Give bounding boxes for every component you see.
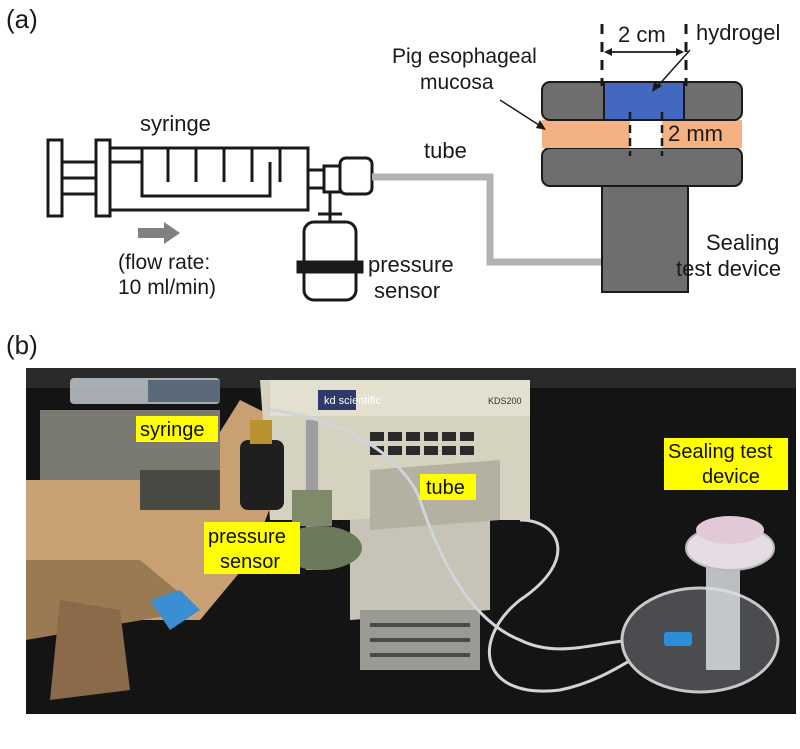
sealing-test-device xyxy=(541,81,743,293)
syringe-schematic xyxy=(46,138,374,218)
tube-line xyxy=(372,173,602,266)
device-label-2: test device xyxy=(676,256,781,281)
photo-device-highlight xyxy=(664,438,788,490)
device-label: Sealing xyxy=(706,230,779,255)
flow-arrow xyxy=(138,222,180,244)
mucosa-pointer-head xyxy=(536,120,546,130)
photo-tube-highlight xyxy=(420,474,476,500)
panel-b-label: (b) xyxy=(6,330,38,360)
hydrogel-pointer xyxy=(655,49,691,89)
mucosa-label: Pig esophageal xyxy=(392,45,537,68)
gap-dimension-label: 2 mm xyxy=(668,121,723,146)
photo-tube-label: tube xyxy=(426,477,465,499)
hydrogel-pointer-head xyxy=(652,82,662,92)
mucosa-pointer xyxy=(499,99,543,128)
pressure-sensor-label: pressure xyxy=(368,252,454,277)
flow-rate-value: 10 ml/min) xyxy=(118,276,216,299)
photo-pressure-label: pressure xyxy=(208,526,286,548)
gap-markers xyxy=(628,112,664,156)
syringe-label: syringe xyxy=(140,111,211,136)
pressure-sensor-schematic xyxy=(296,192,364,302)
tube-label: tube xyxy=(424,138,467,163)
experimental-setup-photo xyxy=(26,368,796,714)
pump-model: KDS200 xyxy=(488,396,522,406)
photo-syringe-label: syringe xyxy=(140,419,204,441)
flow-rate-label: (flow rate: xyxy=(118,251,210,274)
width-dimension-arrow xyxy=(604,48,684,56)
photo-syringe-highlight xyxy=(136,416,218,442)
panel-a-label: (a) xyxy=(6,4,38,34)
photo-device-label: Sealing test xyxy=(668,441,773,463)
width-dimension-label: 2 cm xyxy=(618,22,666,47)
pump-brand: kd scientific xyxy=(324,395,381,407)
pressure-sensor-label-2: sensor xyxy=(374,278,440,303)
photo-pressure-highlight xyxy=(204,522,300,574)
photo-pressure-label-2: sensor xyxy=(220,551,280,573)
hydrogel-label: hydrogel xyxy=(696,20,780,45)
mucosa-label-2: mucosa xyxy=(420,71,494,94)
photo-device-label-2: device xyxy=(702,466,760,488)
